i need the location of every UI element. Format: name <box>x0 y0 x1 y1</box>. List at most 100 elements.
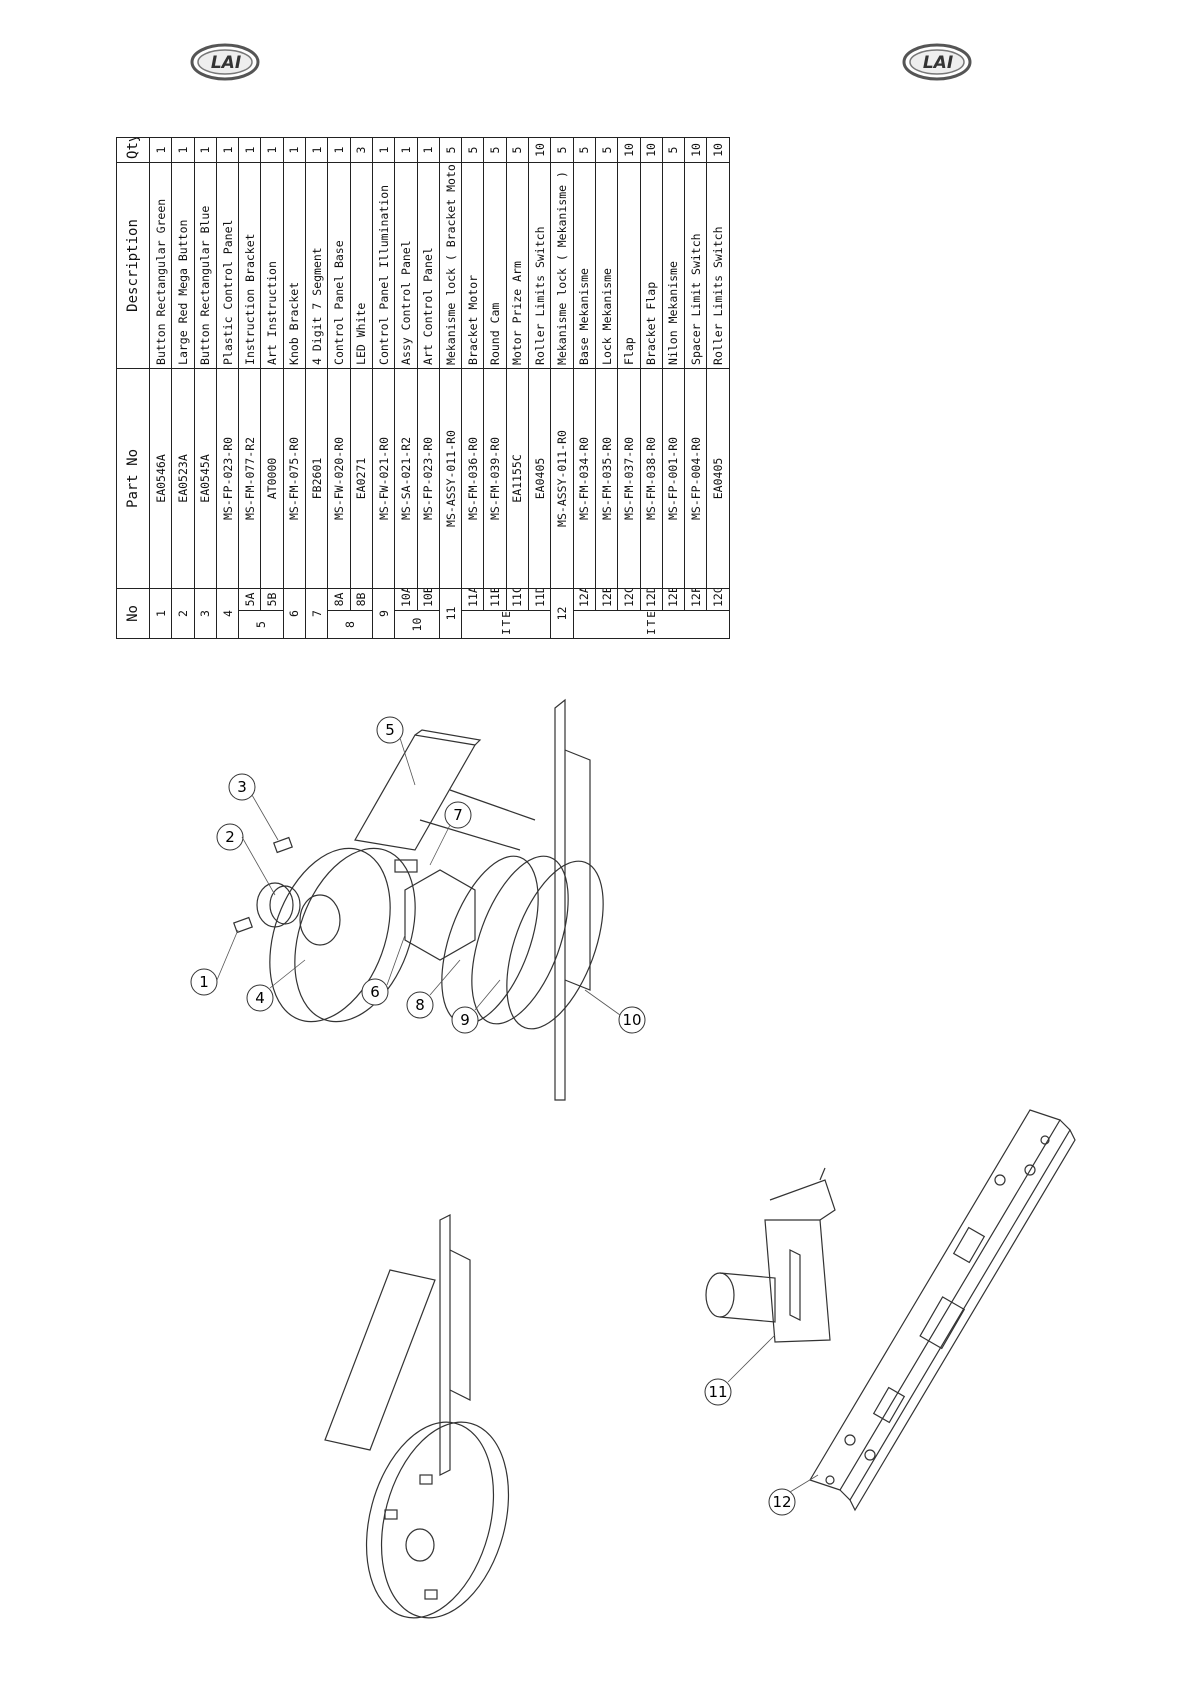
cell-sub-no: 12D <box>640 588 663 611</box>
cell-part-no: EA0545A <box>194 368 217 589</box>
callout-3: 3 <box>228 773 256 801</box>
cell-part-no: MS-FM-037-R0 <box>617 368 641 589</box>
cell-qty: 1 <box>417 137 440 163</box>
svg-text:9: 9 <box>460 1011 470 1029</box>
cell-no: 12 <box>550 588 574 639</box>
header-no: No <box>116 588 150 639</box>
cell-no: 3 <box>194 588 217 639</box>
control-panel-assembled-drawing <box>320 1210 540 1630</box>
cell-qty: 1 <box>194 137 217 163</box>
cell-sub-no: 12E <box>662 588 685 611</box>
cell-sub-no: 12G <box>706 588 730 611</box>
cell-description: Large Red Mega Button <box>171 162 195 369</box>
cell-sub-no: 10A <box>394 588 418 611</box>
callout-12: 12 <box>768 1488 796 1516</box>
cell-description: Bracket Motor <box>461 162 484 369</box>
cell-no: 10 <box>394 610 440 639</box>
cell-part-no: MS-FP-001-R0 <box>662 368 685 589</box>
header-part-no: Part No <box>116 368 150 589</box>
cell-qty: 1 <box>305 137 328 163</box>
cell-no: 8 <box>327 610 373 639</box>
header-description: Description <box>116 162 150 369</box>
cell-description: Motor Prize Arm <box>506 162 529 369</box>
svg-text:12: 12 <box>772 1493 791 1511</box>
cell-qty: 10 <box>706 137 730 163</box>
cell-qty: 10 <box>528 137 551 163</box>
control-panel-exploded-drawing: 1 2 3 4 5 6 7 8 9 10 <box>190 690 650 1110</box>
cell-no: 2 <box>171 588 195 639</box>
callout-11: 11 <box>704 1378 732 1406</box>
cell-part-no: MS-SA-021-R2 <box>394 368 418 589</box>
cell-group-label: ITEM PART <box>573 610 730 639</box>
svg-text:5: 5 <box>385 721 395 739</box>
cell-description: Plastic Control Panel <box>216 162 239 369</box>
cell-part-no: MS-FM-036-R0 <box>461 368 484 589</box>
cell-qty: 10 <box>640 137 663 163</box>
cell-qty: 5 <box>461 137 484 163</box>
cell-qty: 1 <box>149 137 172 163</box>
cell-sub-no: 11C <box>506 588 529 611</box>
cell-no: 9 <box>372 588 395 639</box>
cell-description: Nilon Mekanisme <box>662 162 685 369</box>
cell-part-no: MS-FM-034-R0 <box>573 368 596 589</box>
cell-part-no: EA0523A <box>171 368 195 589</box>
cell-sub-no: 12C <box>617 588 641 611</box>
cell-sub-no: 11A <box>461 588 484 611</box>
cell-qty: 1 <box>394 137 418 163</box>
lock-mechanism-drawing: 11 12 <box>700 1080 1120 1580</box>
cell-part-no: MS-FM-075-R0 <box>283 368 306 589</box>
cell-description: Control Panel Base <box>327 162 351 369</box>
svg-text:10: 10 <box>622 1011 641 1029</box>
cell-description: Mekanisme lock ( Mekanisme ) <box>550 162 574 369</box>
cell-qty: 5 <box>506 137 529 163</box>
cell-qty: 3 <box>350 137 373 163</box>
cell-description: Control Panel Illumination <box>372 162 395 369</box>
cell-description: Mekanisme lock ( Bracket Motor ) <box>439 162 462 369</box>
callout-6: 6 <box>361 978 389 1006</box>
cell-part-no: EA0405 <box>528 368 551 589</box>
svg-text:1: 1 <box>199 973 209 991</box>
cell-part-no: MS-FW-020-R0 <box>327 368 351 589</box>
cell-description: Knob Bracket <box>283 162 306 369</box>
cell-description: LED White <box>350 162 373 369</box>
cell-sub-no: 8A <box>327 588 351 611</box>
cell-sub-no: 8B <box>350 588 373 611</box>
cell-qty: 5 <box>573 137 596 163</box>
cell-sub-no: 12A <box>573 588 596 611</box>
cell-sub-no: 12B <box>595 588 618 611</box>
callout-10: 10 <box>618 1006 646 1034</box>
cell-description: Base Mekanisme <box>573 162 596 369</box>
cell-part-no: MS-FP-023-R0 <box>417 368 440 589</box>
svg-text:8: 8 <box>415 996 425 1014</box>
cell-qty: 10 <box>684 137 707 163</box>
cell-description: Round Cam <box>483 162 507 369</box>
callout-5: 5 <box>376 716 404 744</box>
cell-sub-no: 11B <box>483 588 507 611</box>
cell-part-no: EA0271 <box>350 368 373 589</box>
cell-qty: 5 <box>662 137 685 163</box>
cell-description: Button Rectangular Blue <box>194 162 217 369</box>
cell-no: 7 <box>305 588 328 639</box>
cell-sub-no: 5B <box>260 588 284 611</box>
cell-qty: 5 <box>550 137 574 163</box>
cell-part-no: MS-ASSY-011-R0 <box>550 368 574 589</box>
header-qty: Qty <box>116 137 150 163</box>
cell-sub-no: 11D <box>528 588 551 611</box>
cell-description: Roller Limits Switch <box>528 162 551 369</box>
cell-sub-no: 5A <box>238 588 261 611</box>
cell-sub-no: 12F <box>684 588 707 611</box>
cell-qty: 10 <box>617 137 641 163</box>
